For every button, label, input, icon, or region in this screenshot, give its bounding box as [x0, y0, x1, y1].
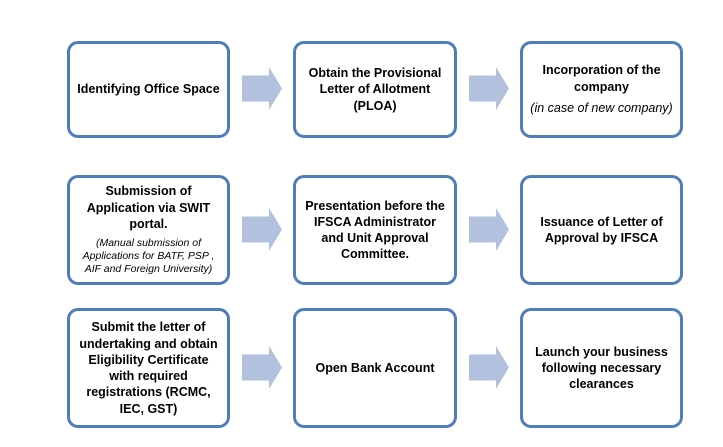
right-arrow-icon — [242, 208, 282, 251]
step-title: Submit the letter of undertaking and obt… — [79, 320, 218, 416]
step-obtain-ploa: Obtain the Provisional Letter of Allotme… — [293, 41, 457, 138]
right-arrow-icon — [469, 208, 509, 251]
step-identifying-office-space: Identifying Office Space — [67, 41, 230, 138]
step-presentation-ifsca-committee: Presentation before the IFSCA Administra… — [293, 175, 457, 285]
right-arrow-icon — [469, 346, 509, 389]
step-title: Identifying Office Space — [77, 82, 220, 97]
step-title: Presentation before the IFSCA Administra… — [305, 198, 445, 262]
step-launch-business: Launch your business following necessary… — [520, 308, 683, 428]
step-eligibility-certificate: Submit the letter of undertaking and obt… — [67, 308, 230, 428]
step-title: Issuance of Letter of Approval by IFSCA — [540, 214, 663, 245]
right-arrow-icon — [242, 67, 282, 110]
right-arrow-icon — [242, 346, 282, 389]
step-title: Obtain the Provisional Letter of Allotme… — [308, 66, 442, 113]
right-arrow-icon — [469, 67, 509, 110]
step-incorporation-of-company: Incorporation of the company (in case of… — [520, 41, 683, 138]
step-submission-swit-portal: Submission of Application via SWIT porta… — [67, 175, 230, 285]
step-title: Open Bank Account — [315, 360, 435, 375]
step-subtitle: (in case of new company) — [530, 100, 673, 115]
step-issuance-letter-approval: Issuance of Letter of Approval by IFSCA — [520, 175, 683, 285]
step-title: Submission of Application via SWIT porta… — [86, 184, 211, 231]
step-subtitle: (Manual submission of Applications for B… — [82, 237, 215, 276]
step-title: Launch your business following necessary… — [535, 344, 668, 392]
step-title: Incorporation of the company — [542, 63, 661, 94]
step-open-bank-account: Open Bank Account — [293, 308, 457, 428]
